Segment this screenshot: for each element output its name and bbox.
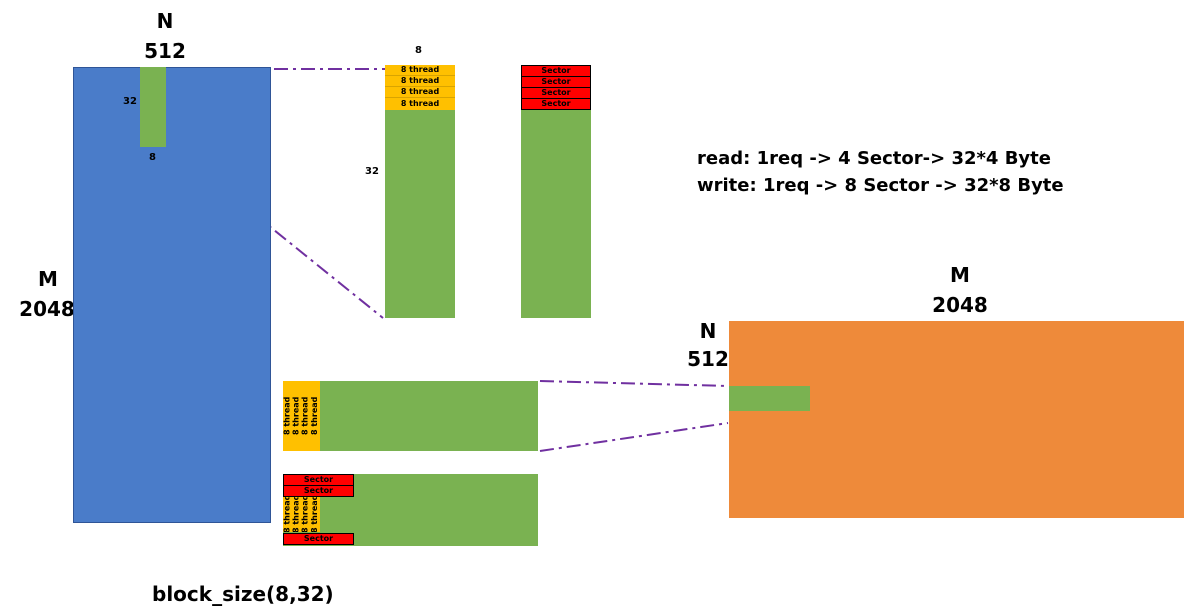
left-m-value: 2048 <box>19 297 75 321</box>
thread-row: 8 thread <box>385 65 455 76</box>
thread-col: 8 thread <box>283 381 292 451</box>
thread-row: 8 thread <box>385 76 455 87</box>
thread-col: 8 thread <box>310 381 320 451</box>
thread-col: 8 thread <box>292 496 301 532</box>
read-thread-block: 8 thread 8 thread 8 thread 8 thread <box>385 65 455 318</box>
write-block-body <box>320 381 538 451</box>
connector-line <box>539 422 729 452</box>
left-m-label: M <box>38 267 58 291</box>
left-block <box>140 67 166 147</box>
connector-line <box>169 145 384 319</box>
thread-col: 8 thread <box>301 496 310 532</box>
right-m-label: M <box>950 263 970 287</box>
right-m-value: 2048 <box>932 293 988 317</box>
thread-col: 8 thread <box>292 381 301 451</box>
thread-col: 8 thread <box>283 496 292 532</box>
right-block <box>729 386 810 411</box>
read-sector-block: Sector Sector Sector Sector <box>521 65 591 318</box>
read-block-height-label: 32 <box>365 166 379 177</box>
write-thread-block: 8 thread 8 thread 8 thread 8 thread <box>283 381 538 451</box>
left-block-width-label: 8 <box>149 152 156 163</box>
thread-row: 8 thread <box>385 98 455 110</box>
block-size-caption: block_size(8,32) <box>152 582 334 606</box>
left-n-value: 512 <box>144 39 186 63</box>
thread-row: 8 thread <box>385 87 455 98</box>
left-n-label: N <box>156 9 174 33</box>
thread-col: 8 thread <box>301 381 310 451</box>
read-block-body <box>385 110 455 318</box>
write-sector-block: 8 thread 8 thread 8 thread 8 thread Sect… <box>283 474 538 546</box>
right-n-label: N <box>699 319 717 343</box>
read-info-text: read: 1req -> 4 Sector-> 32*4 Byte <box>697 148 1051 169</box>
left-matrix <box>73 67 271 523</box>
sector-row: Sector <box>283 485 354 497</box>
sector-row: Sector <box>521 98 591 110</box>
connector-line <box>539 380 729 387</box>
read-block-width-label: 8 <box>415 45 422 56</box>
sector-row: Sector <box>283 533 354 545</box>
right-matrix <box>729 321 1184 518</box>
write-info-text: write: 1req -> 8 Sector -> 32*8 Byte <box>697 175 1064 196</box>
left-block-height-label: 32 <box>123 96 137 107</box>
right-n-value: 512 <box>687 347 729 371</box>
thread-col: 8 thread <box>310 496 320 532</box>
sector-block-body <box>521 110 591 318</box>
